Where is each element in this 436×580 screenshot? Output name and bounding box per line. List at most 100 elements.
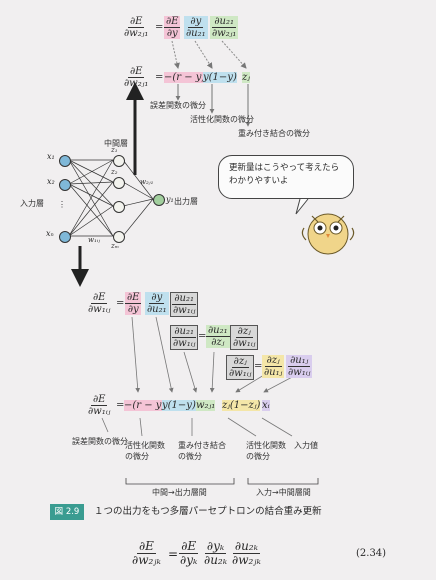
- eq-final-r1: ∂E ∂yₖ: [178, 540, 199, 567]
- eq-mid-lhs: ∂E ∂w₁ᵢⱼ: [86, 292, 112, 315]
- xn-label: xₙ: [46, 229, 54, 238]
- label-line: 活性化関数: [246, 441, 286, 450]
- term-error-diff: −(r − y): [164, 72, 206, 83]
- eq-sign: =: [155, 22, 164, 33]
- term-f: ∂zⱼ ∂w₁ᵢⱼ: [230, 325, 259, 350]
- frac-den: ∂yₖ: [180, 553, 198, 567]
- z2-label: z₂: [111, 168, 118, 176]
- label-error-diff-bottom: 誤差関数の微分: [72, 437, 128, 446]
- label-activation-diff-top: 活性化関数の微分: [190, 115, 254, 124]
- frac-num: ∂E: [125, 292, 142, 304]
- figure-tag: 図 2.9: [50, 504, 84, 520]
- frac-den: ∂u₁ⱼ: [264, 367, 283, 378]
- frac-den: ∂w₂ⱼₖ: [232, 553, 261, 567]
- term-du-dw: ∂u₂₁ ∂w₂ⱼ₁: [210, 16, 239, 39]
- eq-sign: =: [155, 72, 164, 83]
- frac-den: ∂u₂ₖ: [204, 553, 228, 567]
- frac-num: ∂E: [164, 16, 181, 28]
- label-line: の微分: [246, 452, 270, 461]
- frac-den: ∂w₁ᵢⱼ: [173, 305, 196, 316]
- frac-den: ∂u₂₁: [147, 304, 167, 315]
- label-activation-diff-bottom: 活性化関数 の微分: [125, 440, 165, 462]
- eq-final-lhs: ∂E ∂w₂ⱼₖ: [130, 540, 163, 567]
- frac-num: ∂y: [149, 292, 165, 304]
- frac-num: ∂E: [127, 66, 145, 78]
- frac-den: ∂zⱼ: [211, 337, 225, 348]
- frac-num: ∂yₖ: [204, 539, 227, 554]
- label-line: 重み付き結合: [178, 441, 226, 450]
- term-activation-diff-bottom: y(1−y): [162, 400, 196, 411]
- hidden-node: [113, 177, 125, 189]
- term-i: ∂u₁ⱼ ∂w₁ᵢⱼ: [286, 355, 313, 378]
- label-output-layer: 出力層: [174, 197, 198, 206]
- term-g: ∂zⱼ ∂w₁ᵢⱼ: [226, 355, 255, 380]
- term-de-dy: ∂E ∂y: [164, 16, 181, 39]
- frac-num: ∂u₂₁: [172, 326, 197, 338]
- output-node: [153, 194, 165, 206]
- frac-num: ∂E: [127, 16, 145, 28]
- frac-num: ∂y: [188, 16, 204, 28]
- eq-sign: =: [116, 400, 125, 411]
- label-group-input-hidden: 入力→中間層間: [256, 488, 311, 497]
- label-line: の微分: [178, 452, 202, 461]
- equation-number: (2.34): [356, 548, 387, 559]
- frac-den: ∂w₁ᵢⱼ: [88, 406, 111, 417]
- frac-num: ∂zⱼ: [264, 355, 282, 367]
- frac-den: ∂w₂ⱼ₁: [212, 28, 237, 39]
- term-c: ∂u₂₁ ∂w₁ᵢⱼ: [170, 292, 199, 317]
- frac-den: ∂u₂₁: [186, 28, 206, 39]
- bubble-line-2: わかりやすいよ: [229, 176, 289, 186]
- frac-num: ∂E: [90, 394, 108, 406]
- eq-sign: =: [168, 547, 179, 561]
- label-input-value: 入力値: [294, 441, 318, 450]
- term-dy-du: ∂y ∂u₂₁: [184, 16, 208, 39]
- label-weight-diff-bottom: 重み付き結合 の微分: [178, 440, 226, 462]
- frac-num: ∂u₁ⱼ: [288, 355, 311, 367]
- input-node: [59, 155, 71, 167]
- x-dots: ⋮: [58, 200, 66, 209]
- y1-label: y₁: [166, 195, 174, 204]
- frac-num: ∂E: [90, 292, 108, 304]
- frac-num: ∂E: [179, 539, 199, 554]
- frac-den: ∂w₁ᵢⱼ: [88, 304, 111, 315]
- eq-top-lhs: ∂E ∂w₂ⱼ₁: [122, 16, 150, 39]
- hidden-node: [113, 201, 125, 213]
- w1ij-label: w₁ᵢⱼ: [88, 236, 101, 244]
- label-line: の微分: [125, 452, 149, 461]
- frac-den: ∂w₁ᵢⱼ: [229, 368, 252, 379]
- term-b: ∂y ∂u₂₁: [145, 292, 169, 315]
- hidden-node: [113, 231, 125, 243]
- label-input-layer: 入力層: [20, 199, 44, 208]
- frac-num: ∂zⱼ: [235, 326, 253, 338]
- figure-caption: １つの出力をもつ多層パーセプトロンの結合重み更新: [94, 506, 322, 517]
- frac-den: ∂w₁ᵢⱼ: [233, 338, 256, 349]
- term-a: ∂E ∂y: [125, 292, 142, 315]
- speech-bubble: 更新量はこうやって考えたら わかりやすいよ: [218, 155, 354, 199]
- label-group-hidden-output: 中間→出力層間: [152, 488, 207, 497]
- eq-sign: =: [254, 361, 263, 372]
- owl-mascot-icon: [301, 213, 355, 255]
- label-weight-diff-top: 重み付き結合の微分: [238, 129, 310, 138]
- zm-label: zₘ: [111, 242, 119, 250]
- eq-sign: =: [116, 298, 125, 309]
- term-input-value: xᵢ: [262, 400, 270, 411]
- frac-num: ∂zⱼ: [231, 356, 249, 368]
- term-d: ∂u₂₁ ∂w₁ᵢⱼ: [170, 325, 199, 350]
- frac-den: ∂w₂ⱼₖ: [132, 553, 161, 567]
- label-line: 活性化関数: [125, 441, 165, 450]
- eq-final-r3: ∂u₂ₖ ∂w₂ⱼₖ: [230, 540, 263, 567]
- frac-den: ∂y: [166, 28, 178, 39]
- bubble-line-1: 更新量はこうやって考えたら: [229, 163, 340, 173]
- hidden-node: [113, 155, 125, 167]
- term-weight-diff-bottom: w₂ⱼ₁: [196, 400, 216, 411]
- frac-num: ∂u₂ₖ: [232, 539, 260, 554]
- label-error-diff-top: 誤差関数の微分: [150, 101, 206, 110]
- input-node: [59, 231, 71, 243]
- figure-caption-bar: 図 2.9 １つの出力をもつ多層パーセプトロンの結合重み更新: [50, 504, 430, 520]
- term-e: ∂u₂₁ ∂zⱼ: [206, 325, 230, 348]
- eq-bottom-lhs: ∂E ∂w₁ᵢⱼ: [86, 394, 112, 417]
- term-activation-diff: y(1−y): [203, 72, 237, 83]
- frac-num: ∂u₂₁: [212, 16, 237, 28]
- frac-num: ∂u₂₁: [172, 293, 197, 305]
